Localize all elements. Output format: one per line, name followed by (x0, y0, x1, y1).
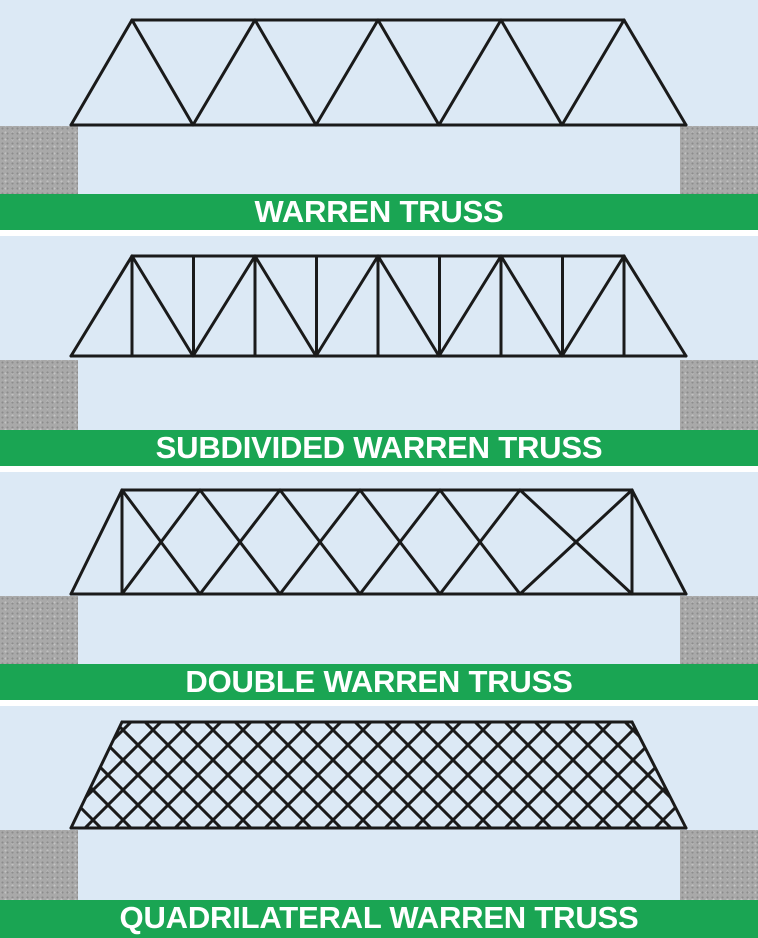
diagonal-member (437, 18, 503, 127)
warren-truss-drawing (69, 18, 688, 127)
diagonal-member (71, 722, 103, 828)
diagonal-member (715, 722, 758, 828)
diagonal-member (278, 488, 362, 596)
diagonal-member (683, 722, 686, 828)
diagonal-member (69, 254, 134, 358)
double-warren-truss-drawing (69, 488, 688, 596)
truss-panel-subdivided-warren (0, 236, 758, 430)
diagonal-member (437, 254, 503, 358)
diagonal-member (191, 254, 257, 358)
diagonal-member (203, 722, 313, 828)
quadrilateral-warren-truss-drawing (69, 720, 758, 830)
divider (0, 230, 758, 236)
left-abutment (0, 126, 78, 194)
diagonal-member (173, 722, 283, 828)
diagonal-member (323, 722, 433, 828)
divider (0, 700, 758, 706)
diagonal-member (560, 254, 626, 358)
truss-panel-warren (0, 0, 758, 194)
diagonal-member (263, 722, 373, 828)
diagonal-member (71, 722, 73, 828)
diagonal-member (563, 722, 673, 828)
diagonal-member (622, 254, 688, 358)
diagonal-member (533, 722, 643, 828)
left-abutment (0, 596, 78, 664)
end-post (69, 488, 124, 596)
diagonal-member (314, 254, 380, 358)
diagonal-member (71, 722, 73, 828)
right-abutment (680, 126, 758, 194)
diagonal-member (383, 722, 493, 828)
end-post (630, 488, 688, 596)
diagonal-member (683, 722, 686, 828)
diagonal-member (120, 488, 202, 596)
truss-label: SUBDIVIDED WARREN TRUSS (0, 430, 758, 466)
diagonal-member (198, 488, 282, 596)
diagonal-member (473, 722, 583, 828)
diagonal-member (130, 254, 195, 358)
diagonal-member (113, 722, 223, 828)
truss-panel-quadrilateral-warren (0, 706, 758, 900)
diagonal-member (653, 722, 686, 828)
diagonal-member (503, 722, 613, 828)
diagonal-member (233, 722, 343, 828)
diagonal-member (745, 722, 758, 828)
diagonal-member (413, 722, 523, 828)
diagonal-member (253, 18, 318, 127)
diagonal-member (622, 18, 688, 127)
diagonal-member (253, 254, 318, 358)
diagonal-member (293, 722, 403, 828)
diagonal-member (499, 254, 564, 358)
right-abutment (680, 830, 758, 900)
diagonal-member (438, 488, 522, 596)
diagonal-member (745, 722, 758, 828)
diagonal-member (518, 488, 634, 596)
diagonal-member (715, 722, 758, 828)
subdivided-warren-truss-drawing (69, 254, 688, 358)
diagonal-member (314, 18, 380, 127)
diagonal-member (376, 18, 441, 127)
diagonal-member (358, 488, 442, 596)
right-abutment (680, 596, 758, 664)
right-abutment (680, 360, 758, 430)
diagonal-member (443, 722, 553, 828)
truss-panel-double-warren (0, 472, 758, 664)
truss-label: DOUBLE WARREN TRUSS (0, 664, 758, 700)
diagonal-member (499, 18, 564, 127)
diagonal-member (130, 18, 195, 127)
diagonal-member (69, 18, 134, 127)
diagonal-member (560, 18, 626, 127)
truss-label: QUADRILATERAL WARREN TRUSS (0, 900, 758, 938)
truss-label: WARREN TRUSS (0, 194, 758, 230)
left-abutment (0, 830, 78, 900)
diagonal-member (143, 722, 253, 828)
diagonal-member (376, 254, 441, 358)
left-abutment (0, 360, 78, 430)
divider (0, 466, 758, 472)
diagonal-member (353, 722, 463, 828)
diagonal-member (191, 18, 257, 127)
